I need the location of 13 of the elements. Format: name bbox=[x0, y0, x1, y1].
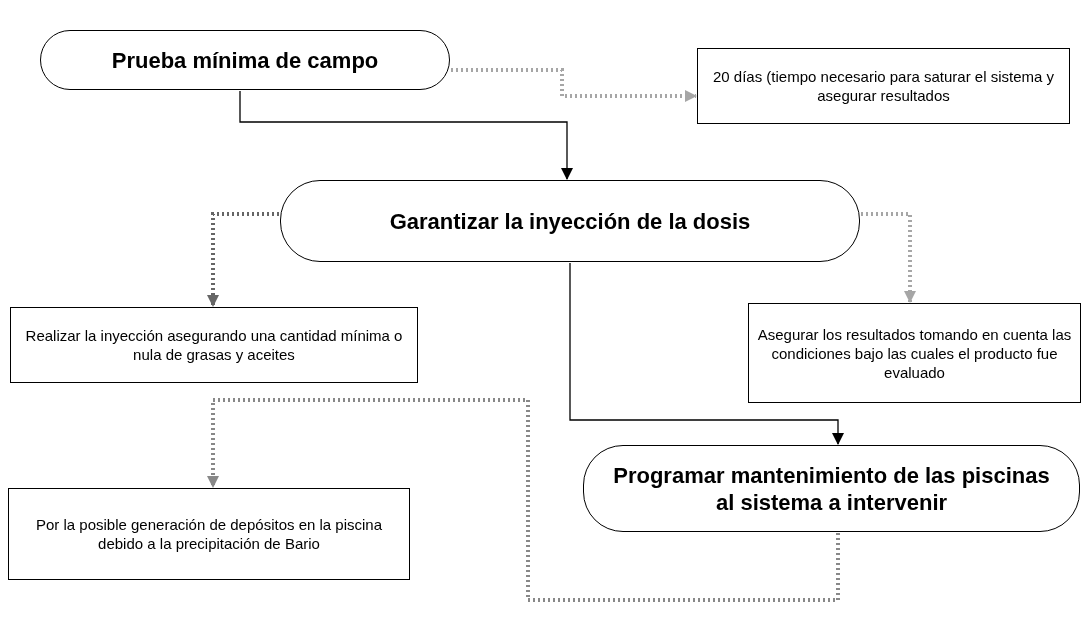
note-box: Asegurar los resultados tomando en cuenta las condiciones bajo las cuales el producto fue evaluado bbox=[748, 303, 1081, 403]
arrow bbox=[861, 212, 916, 303]
process-pill: Garantizar la inyección de la dosis bbox=[280, 180, 860, 262]
process-pill: Programar mantenimiento de las piscinas al sistema a intervenir bbox=[583, 445, 1080, 532]
arrow bbox=[239, 90, 573, 180]
arrow bbox=[569, 262, 844, 445]
arrow bbox=[451, 68, 697, 102]
process-pill: Prueba mínima de campo bbox=[40, 30, 450, 90]
arrow bbox=[207, 212, 279, 307]
note-box: 20 días (tiempo necesario para saturar el sistema y asegurar resultados bbox=[697, 48, 1070, 124]
note-box: Realizar la inyección asegurando una cantidad mínima o nula de grasas y aceites bbox=[10, 307, 418, 383]
note-box: Por la posible generación de depósitos en la piscina debido a la precipitación de Bario bbox=[8, 488, 410, 580]
arrow bbox=[207, 398, 840, 602]
